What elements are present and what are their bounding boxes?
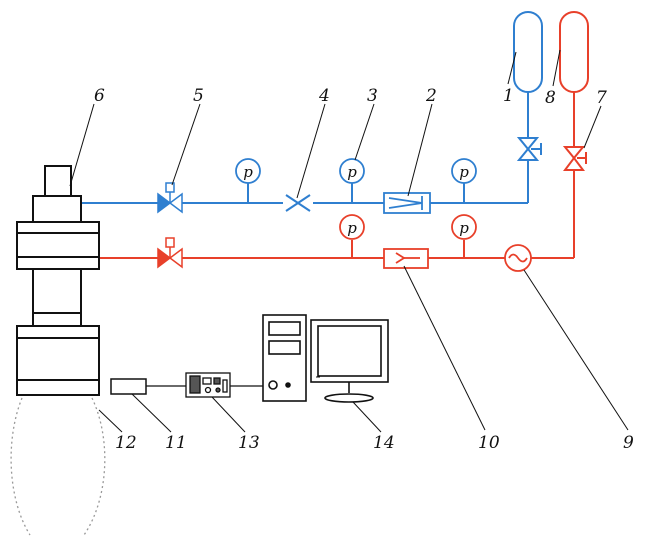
computer-14 [262,314,389,403]
gauge-upper-left-label: p [243,163,253,181]
red-pipeline [99,92,575,259]
flow-meter-2 [383,192,431,214]
solenoid-valve-5 [157,182,183,214]
tank-8-red [559,11,589,93]
label-6: 6 [94,86,105,106]
gauge-lower-right-label: p [459,219,469,237]
label-5: 5 [193,86,204,106]
flow-meter-10 [383,248,429,269]
label-14: 14 [373,433,395,453]
label-9: 9 [623,433,634,453]
sensor-11 [110,378,147,395]
tank-valve-blue [516,137,542,161]
engine-assembly-6 [16,165,100,396]
tank-valve-7-red [562,146,587,171]
label-4: 4 [318,86,330,106]
solenoid-valve-red [157,237,183,269]
gauge-lower-right: p [451,214,477,240]
label-2: 2 [425,86,437,106]
label-1: 1 [503,86,514,106]
gauge-upper-right: p [451,158,477,184]
label-12: 12 [115,433,137,453]
leader-lines [69,49,629,433]
daq-board-13 [185,372,231,398]
meter-9 [504,244,532,272]
label-10: 10 [478,433,500,453]
gauge-upper-left: p [235,158,261,184]
label-11: 11 [165,433,187,453]
label-8: 8 [545,88,556,108]
blue-pipeline [80,92,529,204]
label-13: 13 [238,433,260,453]
gauge-lower-mid: p [339,214,365,240]
gauge-upper-mid-label: p [347,163,357,181]
orifice-4 [285,194,311,212]
gauge-lower-mid-label: p [347,219,357,237]
label-3: 3 [367,86,378,106]
gauge-upper-right-label: p [459,163,469,181]
label-7: 7 [596,88,607,108]
exhaust-plume-12 [10,397,106,536]
monitor-stand [324,393,374,403]
tank-1-blue [513,11,543,93]
gauge-upper-mid: p [339,158,365,184]
